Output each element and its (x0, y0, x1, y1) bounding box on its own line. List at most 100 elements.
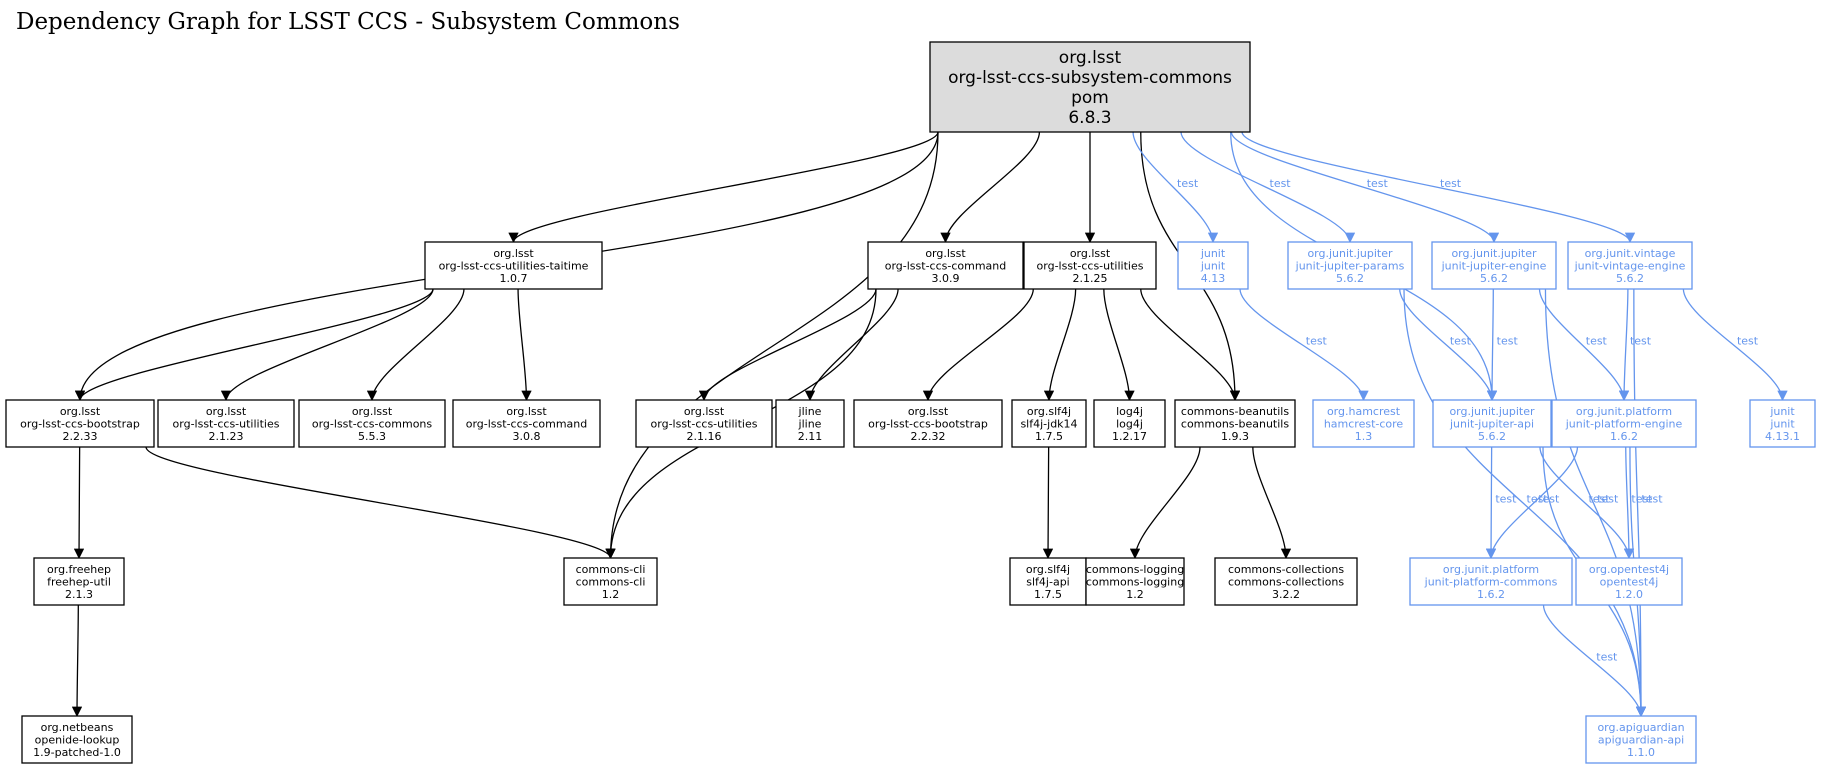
node-label: org.lsst (493, 247, 534, 260)
edge-line (922, 288, 1034, 402)
node-label: jline (798, 405, 822, 418)
edge-line (698, 288, 877, 402)
node-box (1551, 399, 1697, 448)
edge-root-to-jupiterengine: test (1230, 131, 1500, 244)
node-label: org.lsst (506, 405, 547, 418)
edge-label: test (1586, 335, 1608, 348)
edge-line (1486, 288, 1498, 402)
node-commonscollections: commons-collectionscommons-collections3.… (1214, 557, 1358, 606)
node-box (1085, 557, 1185, 606)
node-label: 2.2.33 (63, 430, 98, 443)
node-label: 6.8.3 (1068, 108, 1111, 128)
node-label: org.apiguardian (1597, 721, 1684, 734)
edge-bootstrap2233-to-commonscli (145, 446, 616, 560)
edge-line (1239, 288, 1369, 402)
node-taitime: org.lsstorg-lsst-ccs-utilities-taitime1.… (424, 241, 603, 290)
node-box (867, 241, 1024, 290)
edge-root-to-taitime (508, 131, 939, 244)
node-box (1431, 241, 1557, 290)
node-label: 1.2.0 (1615, 588, 1643, 601)
edge-taitime-to-command308 (517, 288, 532, 402)
node-label: org-lsst-ccs-bootstrap (20, 418, 140, 431)
node-box (1585, 715, 1697, 764)
node-label: slf4j-jdk14 (1020, 418, 1077, 431)
edge-label: test (1630, 335, 1652, 348)
edge-jupiterengine-to-apiguardian: test (1544, 288, 1647, 718)
node-label: commons-collections (1228, 576, 1344, 589)
edge-line (1623, 446, 1635, 560)
edge-bootstrap2233-to-freehep (73, 446, 85, 560)
node-label: 3.0.9 (932, 272, 960, 285)
node-label: hamcrest-core (1324, 418, 1404, 431)
node-label: junit (1769, 418, 1795, 431)
edge-label: test (1596, 651, 1618, 664)
node-box (1011, 399, 1087, 448)
node-label: org.lsst (925, 247, 966, 260)
node-label: junit (1200, 260, 1226, 273)
node-openide: org.netbeansopenide-lookup1.9-patched-1.… (21, 715, 133, 764)
node-label: org.opentest4j (1589, 563, 1669, 576)
edge-taitime-to-bootstrap2233 (74, 288, 434, 402)
node-label: openide-lookup (35, 734, 120, 747)
node-label: opentest4j (1600, 576, 1659, 589)
node-box (1093, 399, 1166, 448)
node-label: junit-platform-engine (1565, 418, 1683, 431)
node-platformcommons: org.junit.platformjunit-platform-commons… (1409, 557, 1573, 606)
node-label: commons-beanutils (1181, 418, 1289, 431)
edge-line (1043, 288, 1077, 402)
node-box (1023, 241, 1157, 290)
edge-jupiterengine-to-jupiterapi: test (1486, 288, 1518, 402)
node-label: org.junit.platform (1443, 563, 1539, 576)
edge-line (1542, 604, 1647, 718)
edge-line (74, 288, 434, 402)
node-label: commons-cli (576, 563, 646, 576)
edge-command309-to-utilities2116 (698, 288, 877, 402)
edge-line (1538, 288, 1630, 402)
edge-root-to-commonscli (605, 131, 939, 560)
edge-freehep-to-openide (71, 604, 83, 718)
edge-line (605, 131, 939, 560)
edge-jupiterapi-to-platformcommons: test (1485, 446, 1517, 560)
node-label: org.hamcrest (1327, 405, 1401, 418)
edge-line (1399, 288, 1498, 402)
edge-line (1132, 131, 1219, 244)
node-label: 5.6.2 (1616, 272, 1644, 285)
node-label: org-lsst-ccs-utilities (1037, 260, 1144, 273)
edge-beanutils-to-commonslogging (1129, 446, 1201, 560)
node-label: 1.2.17 (1112, 430, 1147, 443)
edge-line (1544, 288, 1647, 718)
edge-line (366, 288, 465, 402)
edge-line (1241, 131, 1636, 244)
node-label: 4.13 (1201, 272, 1226, 285)
node-label: 2.1.25 (1073, 272, 1108, 285)
node-label: org.junit.jupiter (1451, 247, 1537, 260)
node-box (1214, 557, 1358, 606)
node-box (929, 41, 1251, 133)
node-box (1287, 241, 1413, 290)
node-label: jline (798, 418, 822, 431)
node-vintageengine: org.junit.vintagejunit-vintage-engine5.6… (1567, 241, 1693, 290)
edge-line (73, 446, 85, 560)
edge-line (1230, 131, 1500, 244)
edge-line (1140, 288, 1241, 402)
node-label: 1.0.7 (500, 272, 528, 285)
node-box (33, 557, 125, 606)
node-label: junit-jupiter-engine (1441, 260, 1547, 273)
node-box (5, 399, 155, 448)
edge-line (508, 131, 939, 244)
edge-root-to-junit413: test (1132, 131, 1219, 244)
node-label: 3.0.8 (513, 430, 541, 443)
nodes-layer: org.lsstorg-lsst-ccs-subsystem-commonspo… (5, 41, 1816, 764)
edge-root-to-command309 (940, 131, 1041, 244)
